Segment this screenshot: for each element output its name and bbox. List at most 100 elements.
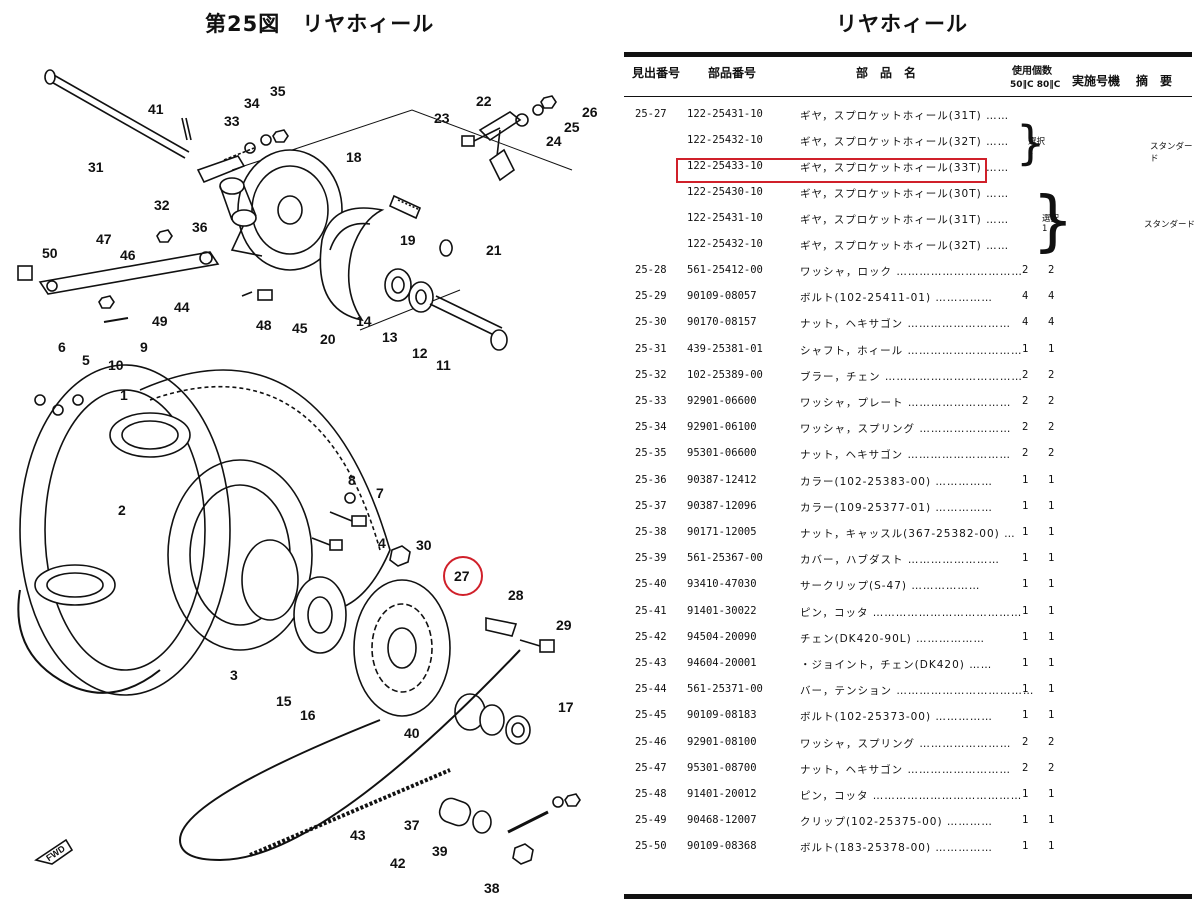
standard-note-1: スタンダード — [1150, 142, 1193, 164]
table-title: リヤホィール — [836, 12, 968, 36]
cell-part: 102-25389-00 — [687, 368, 763, 381]
cell-part: 122-25432-10 — [687, 134, 763, 146]
cell-desc: ナット，ヘキサゴン ……………………… — [800, 318, 1012, 331]
cell-ref: 25-45 — [635, 709, 667, 722]
cell-desc: ギヤ，スプロケットホィール(31T) …… — [800, 214, 1010, 226]
washer-6 — [72, 394, 84, 406]
exploded-diagram-panel: 第25図 リヤホィール — [17, 12, 598, 896]
cell-desc: シャフト，ホィール ………………………… — [800, 344, 1023, 357]
cell-q2: 2 — [1048, 421, 1055, 434]
callout-44: 44 — [174, 299, 190, 315]
parts-list-panel: リヤホィール 見出番号 部品番号 部 品 名 使用個数 50‖C 80‖C 実施… — [618, 0, 1200, 910]
callout-50: 50 — [42, 245, 58, 261]
cell-ref: 25-39 — [635, 552, 667, 565]
sprocket-bolt — [519, 639, 555, 653]
header-remarks: 摘 要 — [1136, 74, 1173, 88]
callout-labels: 1 2 3 4 5 6 7 8 9 10 11 12 13 14 15 16 1… — [42, 83, 598, 896]
cell-q1: 4 — [1022, 290, 1029, 303]
brake-shoes — [319, 207, 385, 322]
top-rule — [624, 52, 1192, 57]
callout-21: 21 — [486, 242, 502, 258]
callout-39: 39 — [432, 843, 448, 859]
cell-q1: 2 — [1022, 264, 1029, 276]
inner-tube-bottom — [34, 564, 116, 606]
nut-lower — [564, 793, 581, 807]
rear-sprocket — [353, 579, 451, 717]
cell-q1: 4 — [1022, 316, 1029, 329]
wheel-rim — [19, 364, 231, 696]
cell-part: 90170-08157 — [687, 316, 757, 329]
cell-desc: ギヤ，スプロケットホィール(32T) …… — [800, 136, 1010, 148]
cell-part: 122-25433-10 — [687, 160, 763, 172]
cell-q1: 2 — [1022, 368, 1029, 381]
cell-q2: 1 — [1048, 814, 1055, 827]
cell-ref: 25-46 — [635, 735, 667, 748]
cell-q1: 1 — [1022, 630, 1029, 643]
cell-q2: 4 — [1048, 290, 1055, 303]
cell-q2: 2 — [1048, 735, 1055, 748]
cell-q1: 1 — [1022, 683, 1029, 696]
brake-cam-lever — [478, 111, 522, 182]
pin-48 — [241, 291, 253, 297]
callout-42: 42 — [390, 855, 406, 871]
cell-ref: 25-35 — [635, 447, 667, 460]
cell-desc: クリップ(102-25375-00) ………… — [800, 816, 993, 829]
cell-ref: 25-43 — [635, 657, 667, 669]
callout-33: 33 — [224, 113, 240, 129]
cell-desc: チェン(DK420-90L) ……………… — [800, 632, 986, 645]
callout-45: 45 — [292, 320, 308, 336]
cell-part: 561-25412-00 — [687, 264, 763, 276]
select-note-1: 選択 1 — [1028, 137, 1046, 157]
cell-desc: ギヤ，スプロケットホィール(30T) …… — [800, 188, 1010, 200]
bearing — [384, 268, 412, 302]
cell-desc: ピン，コッタ ………………………………… — [800, 606, 1023, 619]
callout-23: 23 — [434, 110, 450, 126]
cell-ref: 25-29 — [635, 290, 667, 303]
callout-28: 28 — [508, 587, 524, 603]
callout-15: 15 — [276, 693, 292, 709]
cell-ref: 25-40 — [635, 578, 667, 591]
cell-q2: 2 — [1048, 264, 1055, 276]
cell-desc: ボルト(102-25411-01) …………… — [800, 292, 993, 305]
cell-q1: 2 — [1022, 761, 1029, 774]
cell-part: 94604-20001 — [687, 657, 757, 669]
cell-ref: 25-30 — [635, 316, 667, 329]
header-qty-cols: 50‖C 80‖C — [1010, 80, 1061, 90]
cell-desc: ・ジョイント，チェン(DK420) …… — [800, 659, 993, 671]
cell-part: 122-25431-10 — [687, 108, 763, 120]
callout-18: 18 — [346, 149, 362, 165]
forward-arrow — [34, 838, 74, 865]
callout-26: 26 — [582, 104, 598, 120]
callout-14: 14 — [356, 313, 372, 329]
callout-32: 32 — [154, 197, 170, 213]
cell-desc: ワッシャ，スプリング …………………… — [800, 737, 1012, 750]
callout-2: 2 — [118, 502, 126, 518]
cell-ref: 25-44 — [635, 683, 667, 696]
cell-q1: 2 — [1022, 735, 1029, 748]
hub — [167, 459, 313, 651]
washer-24 — [515, 113, 529, 127]
callout-12: 12 — [412, 345, 428, 361]
cell-q1: 2 — [1022, 447, 1029, 460]
cell-part: 90468-12007 — [687, 814, 757, 827]
bearing-2 — [408, 281, 434, 313]
lock-washer — [485, 617, 518, 637]
washer-lower — [552, 796, 564, 808]
cell-q2: 1 — [1048, 552, 1055, 565]
callout-36: 36 — [192, 219, 208, 235]
cell-part: 561-25371-00 — [687, 683, 763, 696]
callout-27: 27 — [454, 568, 470, 584]
cell-part: 90387-12412 — [687, 473, 757, 486]
header-part-number: 部品番号 — [708, 66, 757, 80]
cell-ref: 25-50 — [635, 840, 667, 853]
cell-q2: 1 — [1048, 526, 1055, 538]
cell-q1: 2 — [1022, 395, 1029, 407]
cell-desc: ボルト(183-25378-00) …………… — [800, 842, 993, 855]
